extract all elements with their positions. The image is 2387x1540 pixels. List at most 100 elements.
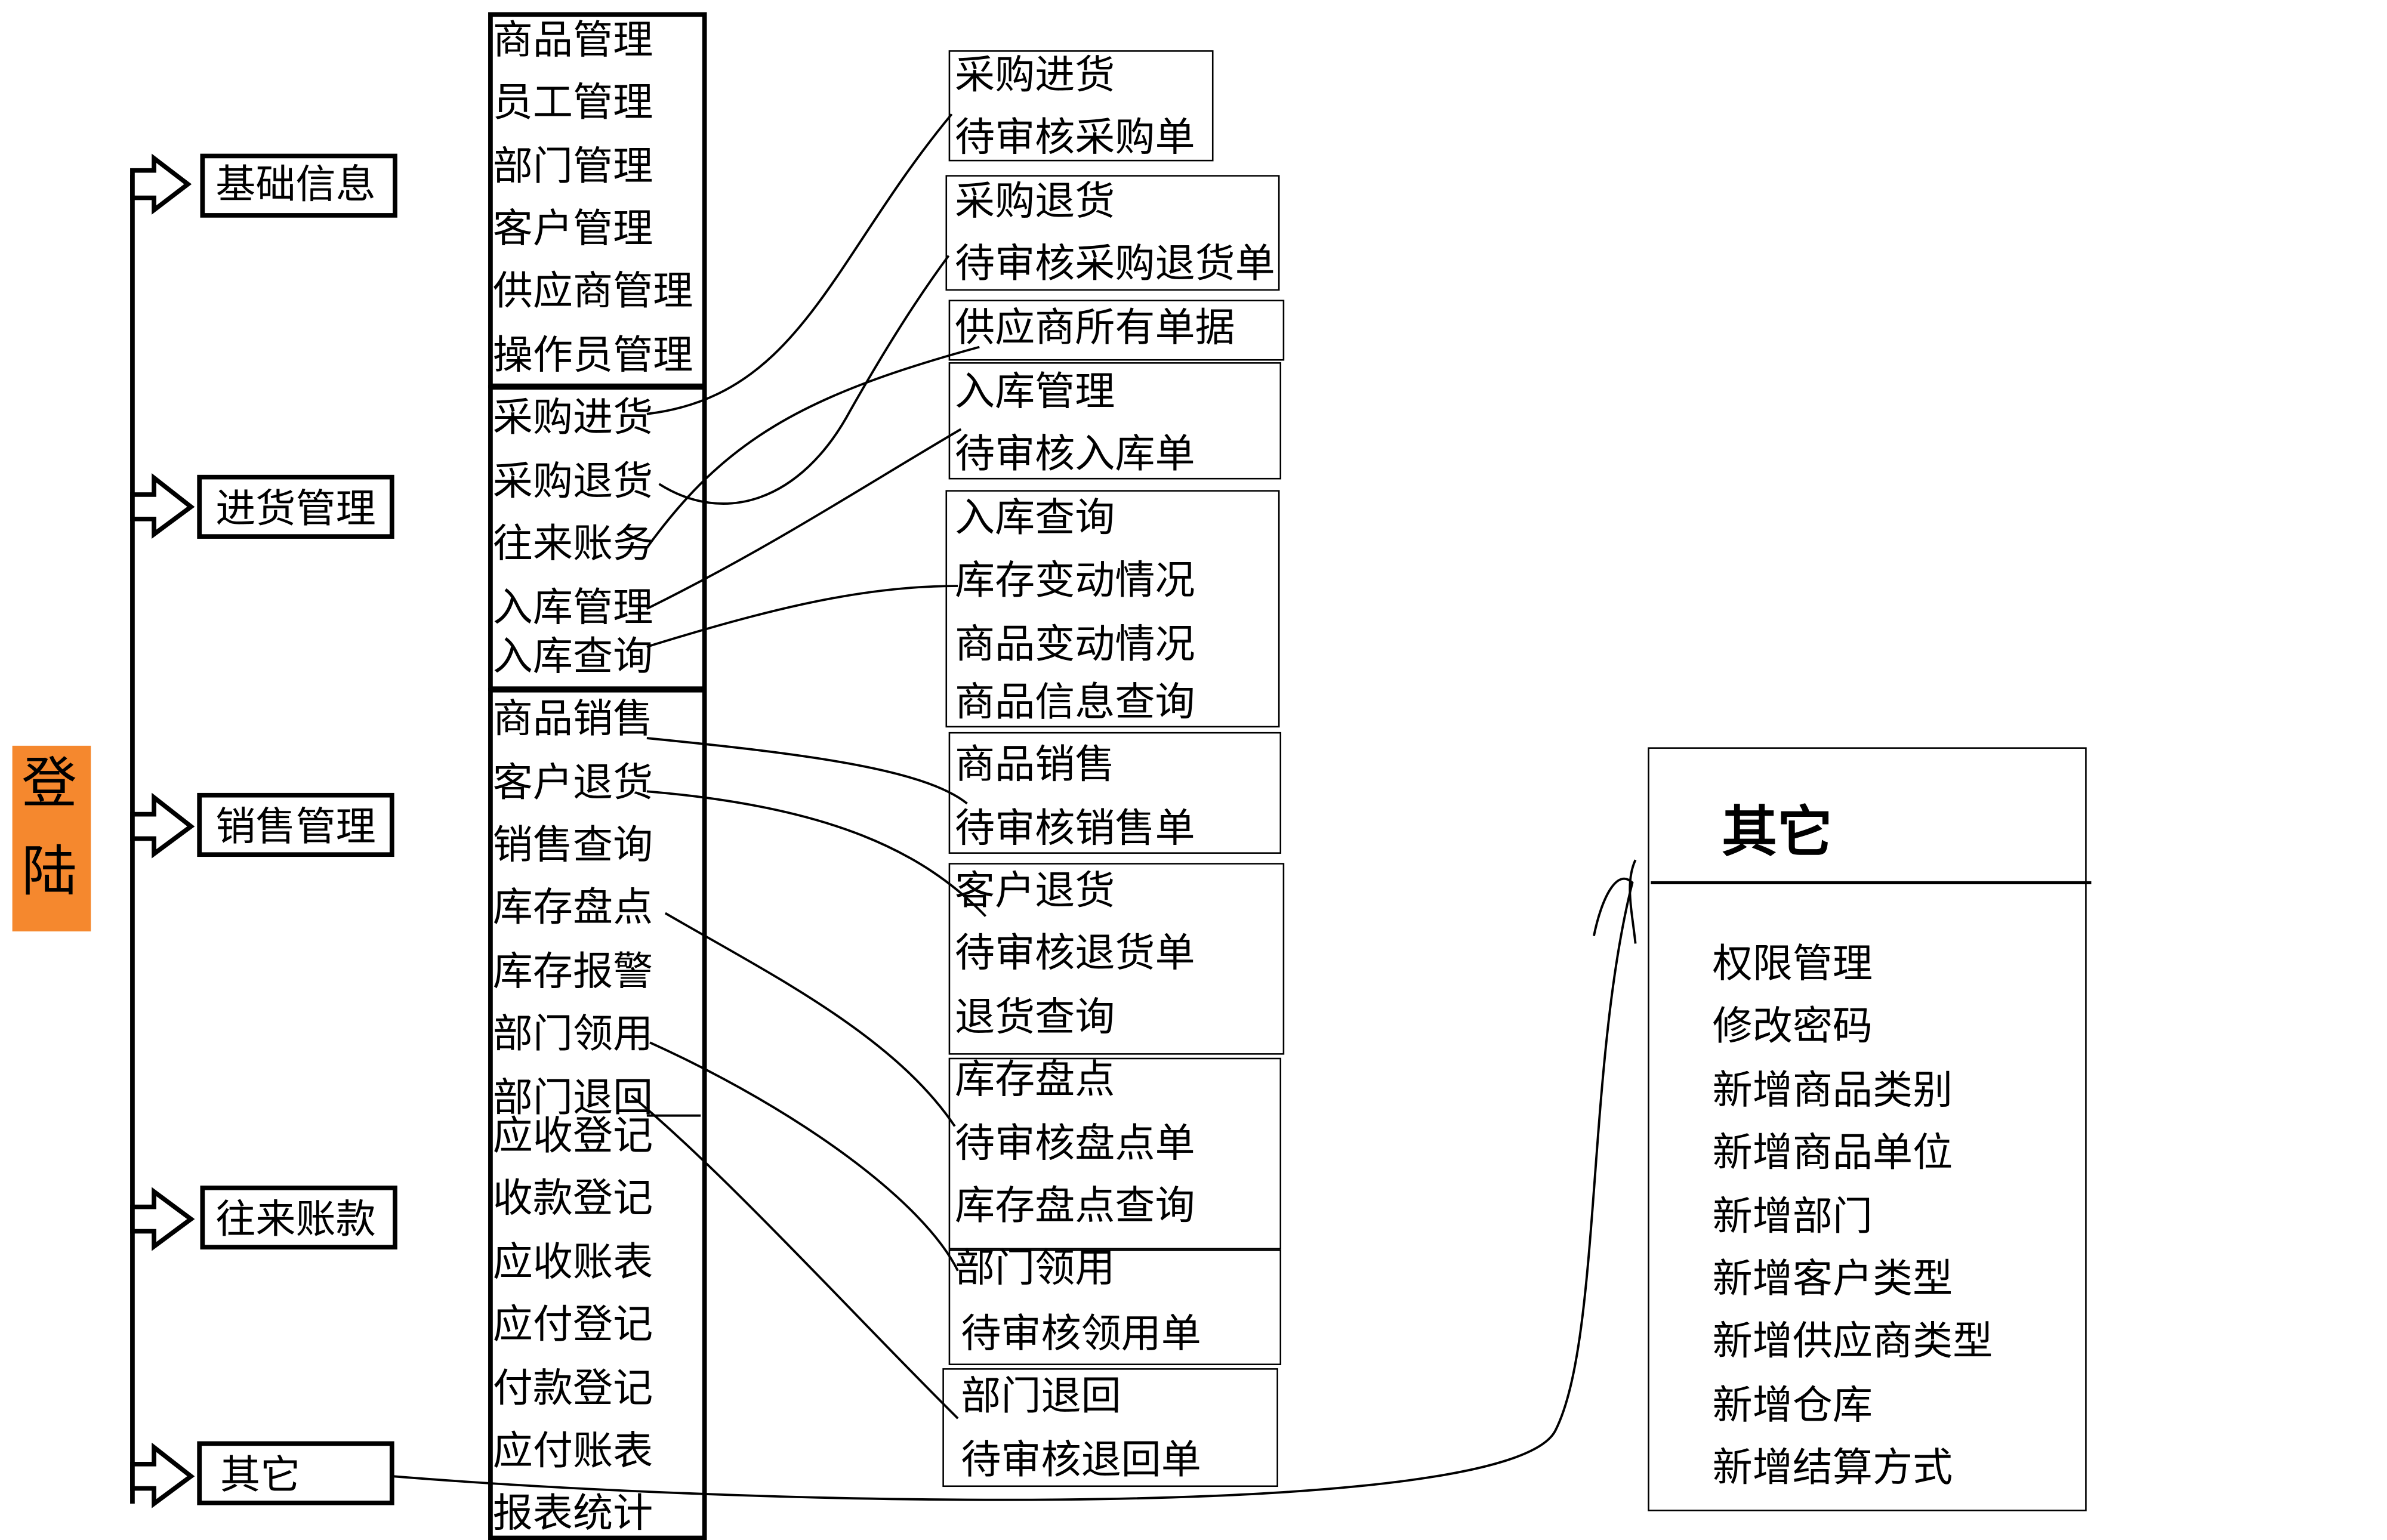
other-item[interactable]: 权限管理 [1712, 942, 1873, 988]
detail-item[interactable]: 客户退货 [954, 869, 1115, 915]
detail-item[interactable]: 商品变动情况 [954, 622, 1195, 668]
detail-item[interactable]: 待审核领用单 [961, 1311, 1201, 1358]
middle-item[interactable]: 部门管理 [492, 144, 653, 190]
detail-box-supplier-docs [948, 300, 1285, 361]
other-item[interactable]: 新增商品类别 [1712, 1068, 1953, 1115]
middle-item[interactable]: 客户退货 [492, 761, 653, 807]
middle-item[interactable]: 部门退回 [492, 1076, 653, 1122]
connector-other-tail [1629, 859, 1637, 944]
middle-item[interactable]: 应付登记 [492, 1303, 653, 1348]
connector-customer-return [646, 790, 986, 917]
category-sales[interactable]: 销售管理 [197, 792, 394, 857]
detail-item[interactable]: 部门领用 [954, 1246, 1115, 1292]
connector-stock-query [646, 585, 958, 648]
detail-box-sales [948, 732, 1282, 854]
detail-item[interactable]: 待审核入库单 [954, 432, 1195, 478]
detail-box-purchase-return [945, 175, 1280, 291]
login-label: 登 陆 [12, 745, 91, 932]
detail-item[interactable]: 待审核退货单 [954, 931, 1195, 977]
middle-item[interactable]: 库存报警 [492, 949, 653, 996]
arrow-basic-info [130, 153, 192, 215]
other-item[interactable]: 新增部门 [1712, 1195, 1873, 1240]
detail-box-stock-query [945, 490, 1280, 728]
category-purchase[interactable]: 进货管理 [197, 474, 394, 539]
other-panel-title: 其它 [1722, 802, 1833, 865]
other-item[interactable]: 新增仓库 [1712, 1383, 1873, 1430]
detail-item[interactable]: 商品销售 [954, 742, 1115, 789]
middle-item[interactable]: 商品管理 [492, 18, 653, 64]
detail-box-purchase [948, 50, 1214, 162]
connector-dept-use [649, 1041, 959, 1271]
detail-item[interactable]: 待审核采购退货单 [954, 242, 1275, 288]
connector-stock-in [646, 428, 962, 610]
middle-item[interactable]: 应付账表 [492, 1429, 653, 1475]
connector-dept-return [630, 1095, 959, 1419]
category-accounts[interactable]: 往来账款 [200, 1185, 397, 1250]
middle-item[interactable]: 往来账务 [492, 521, 653, 568]
category-label: 基础信息 [215, 162, 376, 209]
arrow-other [130, 1442, 195, 1508]
login-char-1: 登 [21, 753, 78, 816]
middle-item[interactable]: 入库查询 [492, 634, 653, 681]
arrow-sales [130, 792, 195, 859]
detail-item[interactable]: 采购进货 [954, 53, 1115, 99]
middle-item[interactable]: 商品销售 [492, 697, 653, 743]
detail-item[interactable]: 待审核退回单 [961, 1438, 1201, 1484]
detail-item[interactable]: 供应商所有单据 [954, 305, 1235, 352]
middle-item[interactable]: 应收账表 [492, 1240, 653, 1286]
detail-box-dept-return [942, 1368, 1278, 1487]
detail-item[interactable]: 待审核采购单 [954, 115, 1195, 162]
middle-item[interactable]: 部门领用 [492, 1012, 653, 1058]
middle-item[interactable]: 采购退货 [492, 459, 653, 505]
detail-item[interactable]: 部门退回 [961, 1374, 1121, 1420]
connector-accounts [646, 345, 980, 549]
detail-box-stock-in [948, 362, 1282, 480]
middle-item[interactable]: 库存盘点 [492, 885, 653, 932]
detail-box-inventory [948, 1057, 1282, 1250]
middle-item[interactable]: 报表统计 [492, 1491, 653, 1538]
other-item[interactable]: 新增商品单位 [1712, 1131, 1953, 1177]
detail-box-customer-return [948, 863, 1285, 1055]
middle-item[interactable]: 操作员管理 [492, 333, 693, 379]
other-item[interactable]: 新增结算方式 [1712, 1446, 1953, 1492]
middle-item[interactable]: 入库管理 [492, 586, 653, 632]
middle-item[interactable]: 员工管理 [492, 81, 653, 126]
detail-item[interactable]: 库存盘点查询 [954, 1184, 1195, 1230]
connector-other [392, 877, 1634, 1501]
middle-item[interactable]: 销售查询 [492, 823, 653, 869]
connector-purchase-return [658, 255, 950, 505]
detail-item[interactable]: 待审核盘点单 [954, 1121, 1195, 1168]
other-item[interactable]: 新增供应商类型 [1712, 1319, 1993, 1365]
detail-item[interactable]: 库存变动情况 [954, 558, 1195, 604]
middle-item[interactable]: 收款登记 [492, 1176, 653, 1223]
detail-item[interactable]: 商品信息查询 [954, 680, 1195, 726]
detail-item[interactable]: 库存盘点 [954, 1057, 1115, 1104]
other-item[interactable]: 新增客户类型 [1712, 1257, 1953, 1303]
middle-group-basic [488, 12, 707, 388]
middle-item[interactable]: 付款登记 [492, 1366, 653, 1413]
connector-inventory [664, 912, 956, 1127]
detail-item[interactable]: 采购退货 [954, 179, 1115, 226]
category-label: 进货管理 [215, 487, 376, 533]
category-basic-info[interactable]: 基础信息 [200, 153, 397, 218]
detail-item[interactable]: 待审核销售单 [954, 806, 1195, 853]
other-panel [1648, 747, 2087, 1511]
other-item[interactable]: 修改密码 [1712, 1004, 1873, 1050]
category-other[interactable]: 其它 [197, 1441, 394, 1505]
detail-item[interactable]: 退货查询 [954, 995, 1115, 1041]
login-char-2: 陆 [21, 841, 78, 905]
connector-sales [646, 737, 968, 805]
arrow-purchase [130, 473, 195, 539]
detail-item[interactable]: 入库查询 [954, 496, 1115, 542]
middle-item[interactable]: 采购进货 [492, 396, 653, 442]
detail-box-dept-use [948, 1249, 1282, 1365]
middle-item[interactable]: 应收登记 [492, 1114, 653, 1160]
middle-item[interactable]: 客户管理 [492, 206, 653, 253]
category-label: 往来账款 [215, 1198, 376, 1243]
detail-item[interactable]: 入库管理 [954, 369, 1115, 416]
middle-item[interactable]: 供应商管理 [492, 269, 693, 315]
category-label: 销售管理 [215, 805, 376, 851]
category-label: 其它 [220, 1453, 301, 1499]
